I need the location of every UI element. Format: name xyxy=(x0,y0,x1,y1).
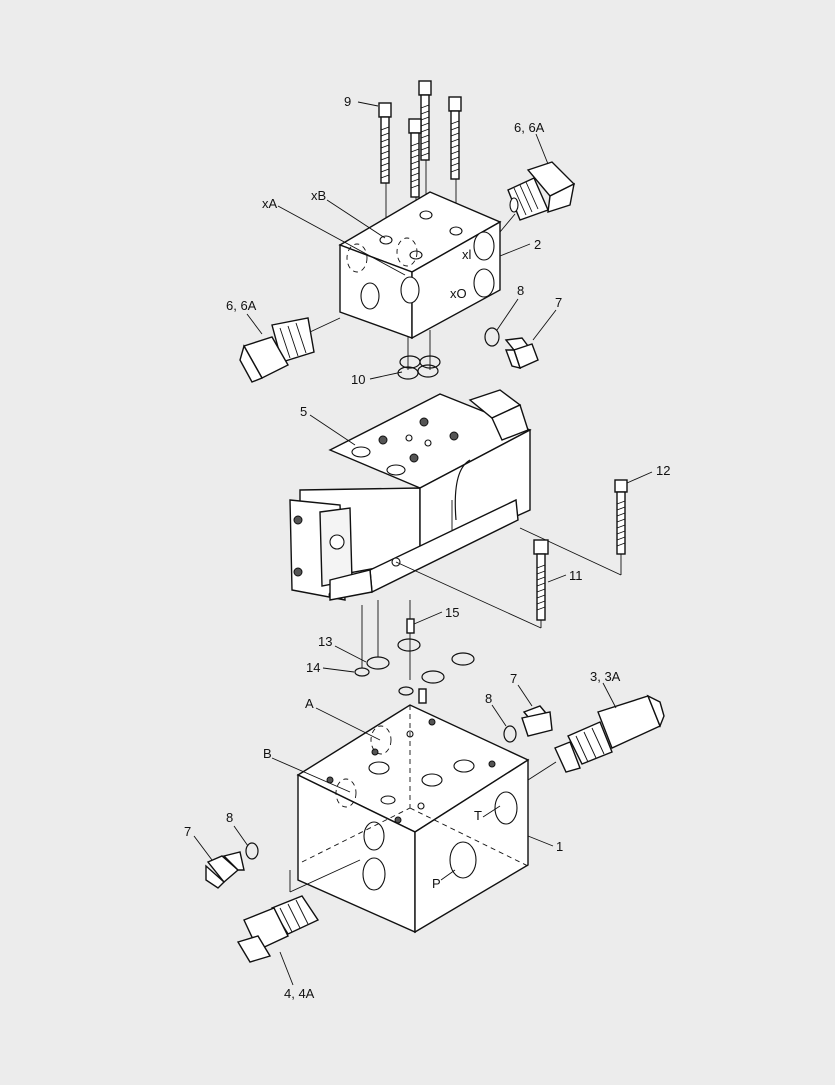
bolt-9c xyxy=(448,96,462,180)
label-port-xO: xO xyxy=(450,286,467,301)
plug-7-lower xyxy=(205,851,245,889)
label-part-8-lower: 8 xyxy=(226,810,233,825)
bolt-9a xyxy=(378,102,392,184)
label-part-8-upper: 8 xyxy=(517,283,524,298)
label-part-7-lower: 7 xyxy=(184,824,191,839)
label-part-7-upper: 7 xyxy=(555,295,562,310)
leader-lines xyxy=(193,101,653,986)
bolt-12 xyxy=(519,479,628,576)
plug-7-middle xyxy=(521,705,553,737)
label-part-15: 15 xyxy=(445,605,459,620)
label-port-xA: xA xyxy=(262,196,278,211)
label-port-P: P xyxy=(432,876,441,891)
label-part-9: 9 xyxy=(344,94,351,109)
bolt-11 xyxy=(395,539,549,629)
relief-valve-4 xyxy=(236,859,361,963)
o-ring-8-upper xyxy=(484,327,500,347)
label-part-11: 11 xyxy=(569,568,583,583)
pressure-valve-3 xyxy=(527,694,665,781)
directional-valve-5 xyxy=(289,389,532,601)
label-part-13: 13 xyxy=(318,634,332,649)
label-part-12: 12 xyxy=(656,463,670,478)
label-part-6-upper: 6, 6A xyxy=(514,120,545,135)
label-part-5: 5 xyxy=(300,404,307,419)
label-part-4: 4, 4A xyxy=(284,986,315,1001)
o-ring-8-lower xyxy=(245,842,259,860)
label-part-6-lower: 6, 6A xyxy=(226,298,257,313)
o-ring-8-middle xyxy=(503,725,517,743)
label-part-3: 3, 3A xyxy=(590,669,621,684)
label-part-14: 14 xyxy=(306,660,320,675)
bolt-group-9 xyxy=(378,80,462,255)
label-port-B: B xyxy=(263,746,272,761)
check-valve-6-upper xyxy=(499,161,576,233)
label-port-xB: xB xyxy=(311,188,326,203)
manifold-block-1 xyxy=(296,704,530,934)
bolt-9d xyxy=(408,118,422,198)
label-part-1: 1 xyxy=(556,839,563,854)
label-port-T: T xyxy=(474,808,482,823)
plug-7-upper xyxy=(504,337,539,369)
label-port-xl: xl xyxy=(462,247,472,262)
sandwich-plate-2 xyxy=(338,191,502,370)
check-valve-6-lower xyxy=(239,317,341,383)
label-part-2: 2 xyxy=(534,237,541,252)
o-rings-lower xyxy=(354,600,475,704)
pin-15 xyxy=(406,600,415,680)
label-port-A: A xyxy=(305,696,314,711)
label-part-10: 10 xyxy=(351,372,365,387)
label-part-8-middle: 8 xyxy=(485,691,492,706)
o-rings-10 xyxy=(397,355,441,380)
label-part-7-middle: 7 xyxy=(510,671,517,686)
part-labels: 9 6, 6A xA xB 2 xl xO 6, 6A 8 7 10 5 12 … xyxy=(184,94,670,1001)
